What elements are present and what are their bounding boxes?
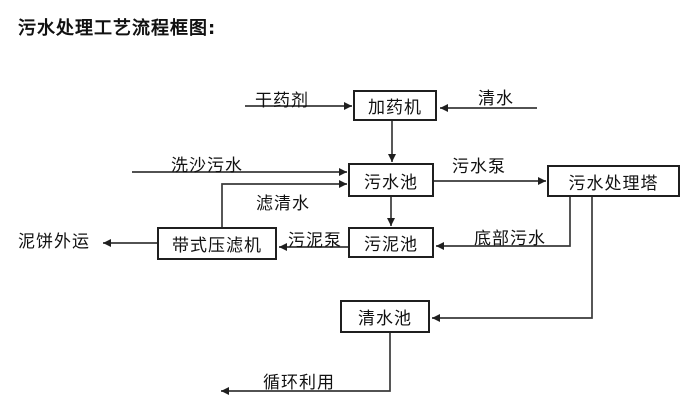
page-title: 污水处理工艺流程框图: — [18, 18, 217, 39]
edge-label-recycling: 循环利用 — [263, 373, 335, 393]
node-sludge-pool-label: 污泥池 — [364, 235, 418, 255]
edge-label-mud-cake-outbound: 泥饼外运 — [18, 232, 90, 252]
edge-filtered-water-arrow — [221, 180, 347, 227]
edge-label-clean-water: 清水 — [478, 89, 514, 109]
node-clean-water-pool-label: 清水池 — [358, 309, 412, 329]
node-belt-filter-press: 带式压滤机 — [157, 227, 277, 260]
edge-label-sewage-pump: 污水泵 — [452, 157, 506, 177]
edge-recycling-arrow — [221, 333, 391, 395]
edge-label-sand-washing-sewage: 洗沙污水 — [171, 156, 243, 176]
node-dosing-machine: 加药机 — [353, 90, 437, 121]
node-sewage-pool: 污水池 — [348, 163, 434, 197]
node-sewage-pool-label: 污水池 — [364, 172, 418, 193]
node-belt-filter-press-label: 带式压滤机 — [172, 236, 262, 256]
node-treatment-tower-label: 污水处理塔 — [568, 173, 659, 194]
edge-label-filtered-water: 滤清水 — [256, 194, 310, 214]
node-dosing-machine-label: 加药机 — [368, 98, 422, 118]
node-clean-water-pool: 清水池 — [340, 300, 430, 333]
edge-label-bottom-sewage: 底部污水 — [474, 229, 546, 249]
node-sludge-pool: 污泥池 — [348, 227, 434, 258]
edge-label-dry-agent: 干药剂 — [255, 91, 309, 111]
edge-bottom-sewage-arrow — [436, 197, 571, 250]
edge-label-sludge-pump: 污泥泵 — [288, 231, 342, 251]
node-treatment-tower: 污水处理塔 — [547, 165, 680, 197]
edge-tower-to-clean-arrow — [432, 197, 593, 322]
